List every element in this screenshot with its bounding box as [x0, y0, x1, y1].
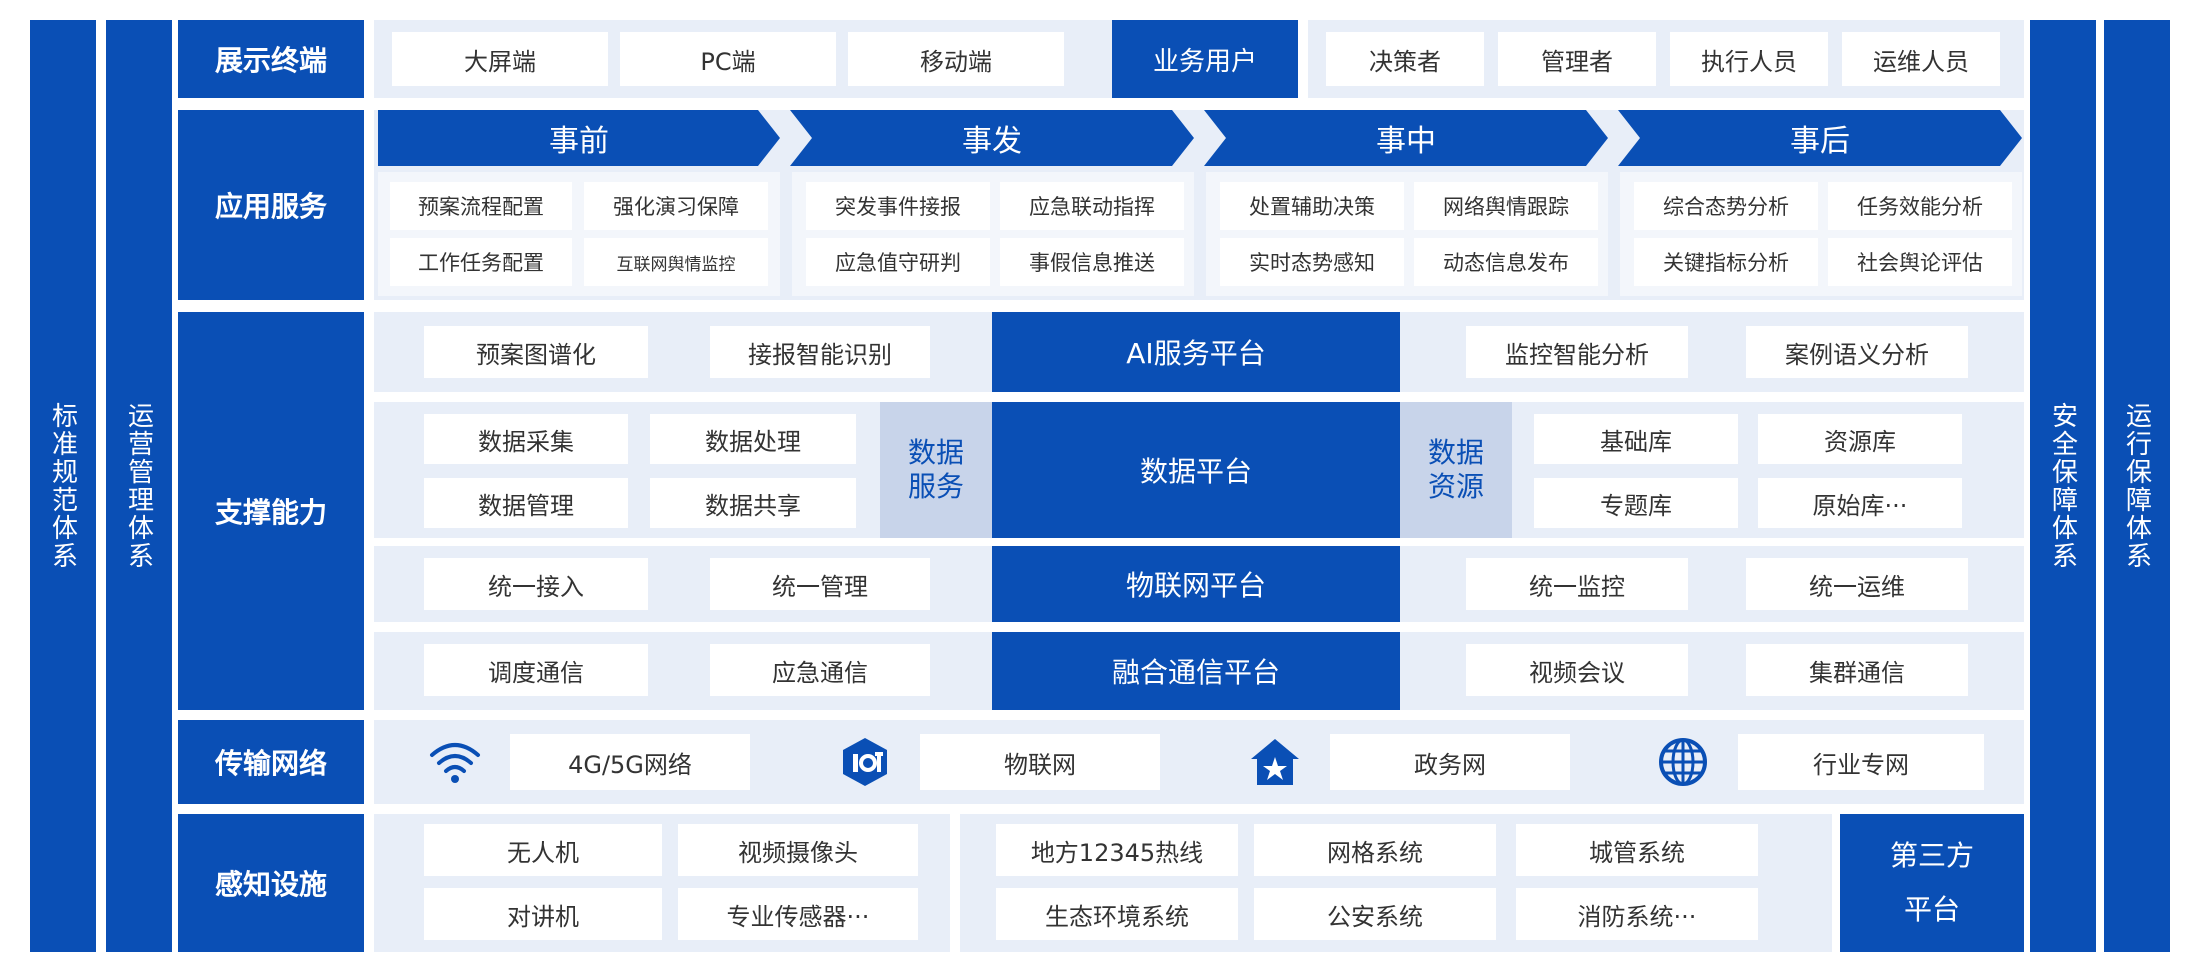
support-comm-right-item: 视频会议 [1466, 644, 1688, 696]
support-comm-left-item: 应急通信 [710, 644, 930, 696]
wifi-icon [420, 734, 490, 790]
phase-before-item: 工作任务配置 [390, 238, 572, 286]
phase-after-item: 关键指标分析 [1634, 238, 1818, 286]
data-resource-label: 数据资源 [1400, 402, 1512, 538]
user-decision-maker: 决策者 [1326, 32, 1484, 86]
row-label-support: 支撑能力 [178, 312, 364, 710]
sense-system-item: 公安系统 [1254, 888, 1496, 940]
data-service-item: 数据共享 [650, 478, 856, 528]
support-comm-right-item: 集群通信 [1746, 644, 1968, 696]
data-service-item: 数据采集 [424, 414, 628, 464]
transport-government-network: 政务网 [1330, 734, 1570, 790]
side-operation-assurance: 运行保障体系 [2104, 20, 2170, 952]
user-operator: 运维人员 [1842, 32, 2000, 86]
phase-during-item: 处置辅助决策 [1220, 182, 1404, 230]
phase-after: 事后 [1618, 110, 2022, 166]
row-label-app: 应用服务 [178, 110, 364, 300]
sense-system-item: 生态环境系统 [996, 888, 1238, 940]
sense-system-item: 消防系统··· [1516, 888, 1758, 940]
globe-icon [1648, 734, 1718, 790]
data-resource-item: 资源库 [1758, 414, 1962, 464]
transport-iot: 物联网 [920, 734, 1160, 790]
phase-after-item: 任务效能分析 [1828, 182, 2012, 230]
sense-system-item: 网格系统 [1254, 824, 1496, 876]
sense-system-item: 地方12345热线 [996, 824, 1238, 876]
terminal-mobile: 移动端 [848, 32, 1064, 86]
phase-occurrence-item: 突发事件接报 [806, 182, 990, 230]
phase-after-item: 综合态势分析 [1634, 182, 1818, 230]
transport-industry-network: 行业专网 [1738, 734, 1984, 790]
data-platform: 数据平台 [992, 402, 1400, 538]
phase-during-item: 网络舆情跟踪 [1414, 182, 1598, 230]
support-iot-right-item: 统一监控 [1466, 558, 1688, 610]
row-label-sense: 感知设施 [178, 814, 364, 952]
support-ai-left-item: 接报智能识别 [710, 326, 930, 378]
business-users-label: 业务用户 [1112, 20, 1298, 98]
data-resource-item: 专题库 [1534, 478, 1738, 528]
sense-system-item: 城管系统 [1516, 824, 1758, 876]
data-service-item: 数据处理 [650, 414, 856, 464]
data-service-item: 数据管理 [424, 478, 628, 528]
side-operation-management: 运营管理体系 [106, 20, 172, 952]
phase-occurrence-item: 事假信息推送 [1000, 238, 1184, 286]
phase-before-item: 强化演习保障 [584, 182, 768, 230]
sense-device-item: 视频摄像头 [678, 824, 918, 876]
third-party-platform: 第三方 平台 [1840, 814, 2024, 952]
support-iot-right-item: 统一运维 [1746, 558, 1968, 610]
phase-during-item: 动态信息发布 [1414, 238, 1598, 286]
support-ai-right-item: 监控智能分析 [1466, 326, 1688, 378]
side-standard-system: 标准规范体系 [30, 20, 96, 952]
third-party-line1: 第三方 [1889, 839, 1974, 872]
phase-occurrence-item: 应急联动指挥 [1000, 182, 1184, 230]
converged-communication-platform: 融合通信平台 [992, 632, 1400, 710]
terminal-big-screen: 大屏端 [392, 32, 608, 86]
data-service-label: 数据服务 [880, 402, 992, 538]
transport-4g5g: 4G/5G网络 [510, 734, 750, 790]
support-comm-left-item: 调度通信 [424, 644, 648, 696]
row-label-display: 展示终端 [178, 20, 364, 98]
phase-before: 事前 [378, 110, 780, 166]
iot-icon [830, 734, 900, 790]
support-iot-left-item: 统一接入 [424, 558, 648, 610]
user-executor: 执行人员 [1670, 32, 1828, 86]
data-resource-item: 基础库 [1534, 414, 1738, 464]
sense-device-item: 无人机 [424, 824, 662, 876]
row-label-transport: 传输网络 [178, 720, 364, 804]
terminal-pc: PC端 [620, 32, 836, 86]
sense-device-item: 专业传感器··· [678, 888, 918, 940]
iot-platform: 物联网平台 [992, 546, 1400, 622]
phase-before-item: 互联网舆情监控 [584, 238, 768, 286]
support-ai-right-item: 案例语义分析 [1746, 326, 1968, 378]
support-ai-left-item: 预案图谱化 [424, 326, 648, 378]
phase-during-item: 实时态势感知 [1220, 238, 1404, 286]
data-resource-item: 原始库··· [1758, 478, 1962, 528]
sense-device-item: 对讲机 [424, 888, 662, 940]
user-manager: 管理者 [1498, 32, 1656, 86]
side-security-system: 安全保障体系 [2030, 20, 2096, 952]
phase-after-item: 社会舆论评估 [1828, 238, 2012, 286]
phase-during: 事中 [1204, 110, 1608, 166]
support-iot-left-item: 统一管理 [710, 558, 930, 610]
phase-before-item: 预案流程配置 [390, 182, 572, 230]
ai-service-platform: AI服务平台 [992, 312, 1400, 392]
third-party-line2: 平台 [1903, 893, 1960, 926]
phase-occurrence-item: 应急值守研判 [806, 238, 990, 286]
government-house-icon [1240, 734, 1310, 790]
phase-occurrence: 事发 [790, 110, 1194, 166]
